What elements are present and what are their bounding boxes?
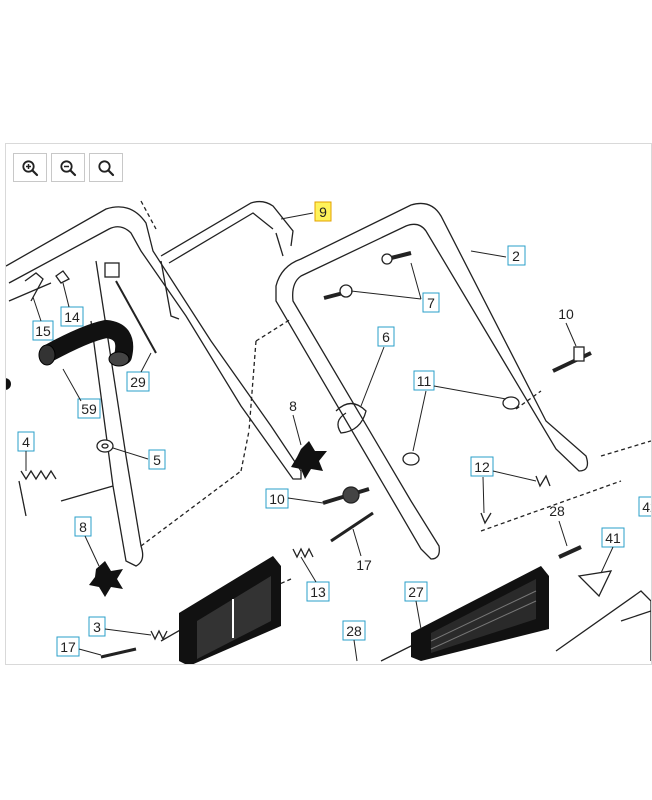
svg-text:8: 8: [79, 519, 87, 535]
svg-text:17: 17: [356, 557, 372, 573]
callout-2[interactable]: 2: [470, 245, 526, 266]
svg-text:4: 4: [22, 434, 30, 450]
callout-12[interactable]: 12: [470, 456, 537, 514]
svg-text:15: 15: [35, 323, 51, 339]
callout-28-lower[interactable]: 28: [342, 620, 366, 662]
svg-text:8: 8: [289, 398, 297, 414]
zoom-reset-button[interactable]: [89, 153, 123, 182]
svg-text:14: 14: [64, 309, 80, 325]
callout-10-top: 10: [558, 306, 577, 347]
zoom-out-icon: [60, 159, 77, 176]
callout-4[interactable]: 4: [17, 431, 35, 471]
svg-text:28: 28: [549, 503, 565, 519]
svg-text:7: 7: [427, 295, 435, 311]
svg-text:2: 2: [512, 248, 520, 264]
callout-9[interactable]: 9: [280, 201, 332, 222]
callout-14[interactable]: 14: [60, 282, 84, 327]
svg-text:11: 11: [417, 373, 432, 389]
svg-text:13: 13: [310, 584, 326, 600]
svg-text:5: 5: [153, 452, 161, 468]
callout-28-right: 28: [549, 503, 568, 547]
zoom-in-icon: [22, 159, 39, 176]
callout-8-left[interactable]: 8: [74, 516, 100, 567]
svg-text:27: 27: [408, 584, 424, 600]
svg-text:17: 17: [60, 639, 76, 655]
callout-15[interactable]: 15: [32, 296, 54, 341]
callout-17-mid: 17: [352, 528, 372, 573]
parts-diagram-viewer: 9 2 7 6 10: [5, 143, 652, 665]
callout-59[interactable]: 59: [62, 368, 101, 419]
search-icon: [98, 159, 115, 176]
svg-text:59: 59: [81, 401, 97, 417]
callouts: 9 2 7 6 10: [17, 201, 652, 662]
zoom-in-button[interactable]: [13, 153, 47, 182]
svg-text:28: 28: [346, 623, 362, 639]
svg-text:10: 10: [269, 491, 285, 507]
left-handle-assembly: [6, 200, 302, 659]
callout-10-lower[interactable]: 10: [265, 488, 324, 509]
svg-text:41: 41: [605, 530, 621, 546]
callout-6[interactable]: 6: [360, 326, 395, 407]
parts-diagram: 9 2 7 6 10: [6, 200, 652, 664]
grass-bag-frame: [179, 556, 549, 664]
callout-27[interactable]: 27: [404, 581, 428, 630]
svg-text:42: 42: [642, 499, 652, 515]
callout-41[interactable]: 41: [600, 527, 625, 574]
callout-11[interactable]: 11: [412, 370, 507, 452]
spring-part: [150, 629, 168, 641]
svg-text:12: 12: [474, 459, 490, 475]
callout-42[interactable]: 42: [638, 496, 652, 517]
svg-text:3: 3: [93, 619, 101, 635]
callout-13[interactable]: 13: [300, 556, 330, 602]
zoom-toolbar: [13, 153, 123, 182]
star-knob: [89, 441, 327, 597]
right-handle-assembly: [160, 202, 651, 662]
callout-29[interactable]: 29: [126, 352, 152, 392]
hose-part: [6, 319, 134, 390]
callout-17-left[interactable]: 17: [56, 636, 102, 657]
svg-text:29: 29: [130, 374, 146, 390]
svg-text:10: 10: [558, 306, 574, 322]
callout-5[interactable]: 5: [112, 447, 166, 470]
zoom-out-button[interactable]: [51, 153, 85, 182]
callout-7[interactable]: 7: [350, 262, 440, 313]
svg-text:9: 9: [319, 204, 327, 220]
svg-text:6: 6: [382, 329, 390, 345]
callout-8-top: 8: [289, 398, 302, 446]
callout-3[interactable]: 3: [88, 616, 152, 637]
